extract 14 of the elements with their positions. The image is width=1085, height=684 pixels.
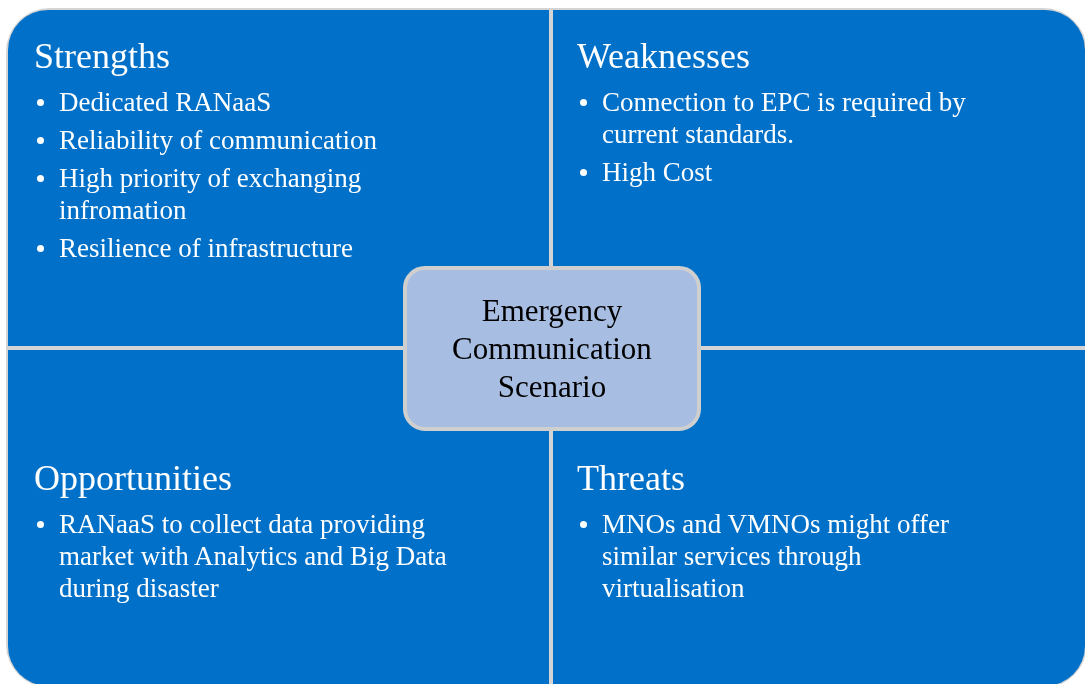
center-box [403, 266, 701, 431]
bullet-item: Reliability of communication [59, 125, 377, 155]
bullet-item: MNOs and VMNOs might offer similar services through virtualisation [602, 509, 949, 603]
center-label: Emergency Communication Scenario [451, 291, 653, 406]
bullet-item: Connection to EPC is required by current standards. [602, 87, 966, 149]
bullet-item: High Cost [602, 157, 713, 187]
quadrant-heading: Threats [577, 458, 685, 498]
quadrant-heading: Opportunities [34, 458, 232, 498]
bullet-item: Dedicated RANaaS [59, 87, 272, 117]
bullet-item: Resilience of infrastructure [59, 233, 353, 263]
bullet-item: High priority of exchanging infromation [59, 163, 362, 225]
quadrant-heading: Weaknesses [577, 36, 751, 76]
bullet-item: RANaaS to collect data providing market with Analytics and Big Data during disaster [59, 509, 447, 603]
quadrant-heading: Strengths [34, 36, 170, 76]
